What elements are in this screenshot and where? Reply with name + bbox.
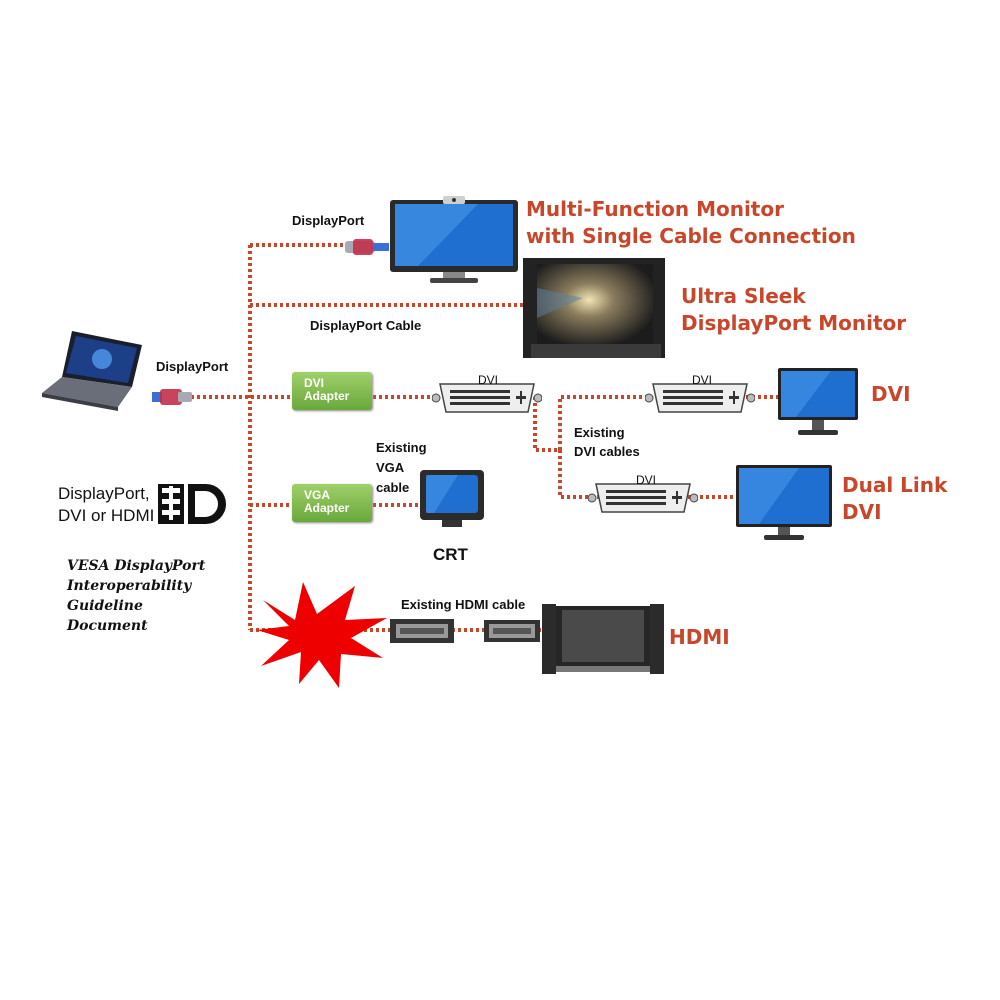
existing-dvi-line1: Existing: [574, 425, 625, 440]
laptop-icon: [42, 331, 142, 411]
dvi-adapter: DVI Adapter: [292, 372, 372, 410]
existing-vga-line3: cable: [376, 480, 410, 495]
dvi-connector-label: DVI: [478, 373, 499, 387]
vesa-line3: Guideline: [67, 598, 143, 614]
existing-vga-line1: Existing: [376, 440, 427, 455]
hdmi-connector-icon: [390, 619, 454, 643]
vga-adapter: VGA Adapter: [292, 484, 372, 522]
displayport-cable-label: DisplayPort Cable: [310, 318, 422, 333]
existing-hdmi-cable-label: Existing HDMI cable: [401, 597, 526, 612]
ultra-sleek-line2: DisplayPort Monitor: [681, 311, 907, 335]
crt-monitor-icon: [420, 470, 484, 527]
dvi-monitor-title: DVI: [871, 382, 911, 406]
existing-vga-line2: VGA: [376, 460, 405, 475]
dual-link-line1: Dual Link: [842, 473, 948, 497]
dvi-connector-label: DVI: [636, 473, 657, 487]
displayport-label: DisplayPort: [292, 213, 365, 228]
dvi-connector-label: DVI: [692, 373, 713, 387]
displayport-plug-icon: [345, 239, 389, 255]
dvi-monitor-icon: [778, 368, 858, 435]
multi-function-monitor-title: Multi-Function Monitor with Single Cable…: [526, 196, 856, 250]
vga-adapter-line2: Adapter: [304, 501, 350, 515]
starburst-icon: [257, 582, 387, 688]
legend-line1: DisplayPort,: [58, 484, 150, 503]
dual-link-title: Dual Link DVI: [842, 472, 947, 526]
dvi-adapter-line1: DVI: [304, 376, 325, 390]
multi-function-monitor-icon: [390, 196, 518, 283]
hdmi-tv-icon: [542, 604, 664, 674]
dual-link-monitor-icon: [736, 465, 832, 540]
existing-dvi-cables-label: Existing DVI cables: [574, 423, 640, 461]
multi-function-line2: with Single Cable Connection: [526, 224, 856, 248]
hdmi-title: HDMI: [669, 625, 730, 649]
dvi-to-dual-cable: [558, 450, 600, 499]
dvi-connector-icon: [588, 483, 698, 513]
crt-label: CRT: [433, 545, 468, 564]
existing-vga-cable-label: Existing VGA cable: [376, 438, 427, 498]
displayport-dvi-hdmi-legend: DisplayPort, DVI or HDMI: [58, 483, 154, 527]
vesa-line4: Document: [67, 618, 148, 634]
vesa-guideline-title: VESA DisplayPort Interoperability Guidel…: [67, 556, 205, 636]
dvi-adapter-line2: Adapter: [304, 389, 350, 403]
laptop-displayport-label: DisplayPort: [156, 359, 229, 374]
dvi-connector-icon: [645, 383, 755, 413]
ultra-sleek-monitor-title: Ultra Sleek DisplayPort Monitor: [681, 283, 906, 337]
laptop-displayport-plug-icon: [152, 389, 192, 405]
vesa-line1: VESA DisplayPort: [67, 558, 206, 574]
hdmi-connector-icon: [484, 620, 540, 642]
vesa-line2: Interoperability: [67, 578, 192, 594]
ultra-sleek-line1: Ultra Sleek: [681, 284, 806, 308]
dvi-connector-icon: [432, 383, 542, 413]
existing-dvi-line2: DVI cables: [574, 444, 640, 459]
displayport-logo-icon: [158, 484, 226, 524]
dual-link-line2: DVI: [842, 500, 882, 524]
legend-line2: DVI or HDMI: [58, 506, 155, 525]
multi-function-line1: Multi-Function Monitor: [526, 197, 784, 221]
ultra-sleek-monitor-icon: [523, 258, 665, 358]
vga-adapter-line1: VGA: [304, 488, 331, 502]
